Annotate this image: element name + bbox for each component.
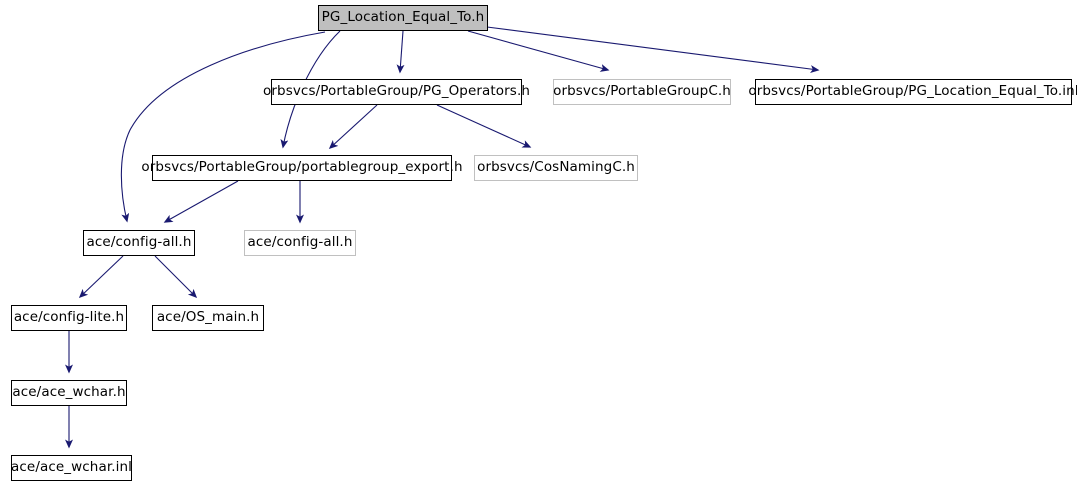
graph-node-n6[interactable]: ace/config-all.h bbox=[83, 230, 195, 256]
graph-node-label: orbsvcs/CosNamingC.h bbox=[477, 159, 635, 176]
graph-edge bbox=[436, 104, 532, 148]
graph-node-label: orbsvcs/PortableGroupC.h bbox=[553, 83, 731, 100]
graph-node-n0[interactable]: PG_Location_Equal_To.h bbox=[318, 5, 488, 31]
graph-node-n8[interactable]: ace/config-lite.h bbox=[11, 305, 127, 331]
graph-node-n11[interactable]: ace/ace_wchar.inl bbox=[11, 455, 132, 481]
graph-edge bbox=[467, 30, 610, 72]
graph-node-label: ace/config-all.h bbox=[247, 234, 353, 251]
graph-node-label: ace/OS_main.h bbox=[156, 309, 260, 326]
graph-node-label: ace/config-lite.h bbox=[13, 309, 125, 326]
graph-node-n10[interactable]: ace/ace_wchar.h bbox=[11, 380, 127, 406]
graph-node-n1[interactable]: orbsvcs/PortableGroup/PG_Operators.h bbox=[263, 79, 530, 105]
graph-edge bbox=[328, 104, 378, 150]
graph-node-label: ace/ace_wchar.inl bbox=[11, 459, 132, 476]
graph-edge bbox=[163, 180, 239, 223]
graph-node-label: orbsvcs/PortableGroup/PG_Location_Equal_… bbox=[748, 83, 1077, 100]
graph-edge bbox=[396, 30, 405, 74]
graph-node-n4[interactable]: orbsvcs/PortableGroup/portablegroup_expo… bbox=[141, 155, 463, 181]
graph-node-label: ace/ace_wchar.h bbox=[12, 384, 126, 401]
graph-node-label: ace/config-all.h bbox=[86, 234, 192, 251]
graph-node-label: orbsvcs/PortableGroup/portablegroup_expo… bbox=[141, 159, 463, 176]
graph-node-n7[interactable]: ace/config-all.h bbox=[244, 230, 356, 256]
graph-node-n9[interactable]: ace/OS_main.h bbox=[152, 305, 264, 331]
graph-node-label: orbsvcs/PortableGroup/PG_Operators.h bbox=[263, 83, 530, 100]
graph-edge bbox=[154, 255, 198, 299]
graph-edge bbox=[120, 31, 326, 223]
graph-node-label: PG_Location_Equal_To.h bbox=[321, 9, 485, 26]
graph-edge bbox=[486, 26, 820, 74]
graph-edge bbox=[78, 255, 124, 299]
graph-node-n2[interactable]: orbsvcs/PortableGroupC.h bbox=[553, 79, 731, 105]
graph-node-n5[interactable]: orbsvcs/CosNamingC.h bbox=[474, 155, 638, 181]
graph-node-n3[interactable]: orbsvcs/PortableGroup/PG_Location_Equal_… bbox=[748, 79, 1077, 105]
